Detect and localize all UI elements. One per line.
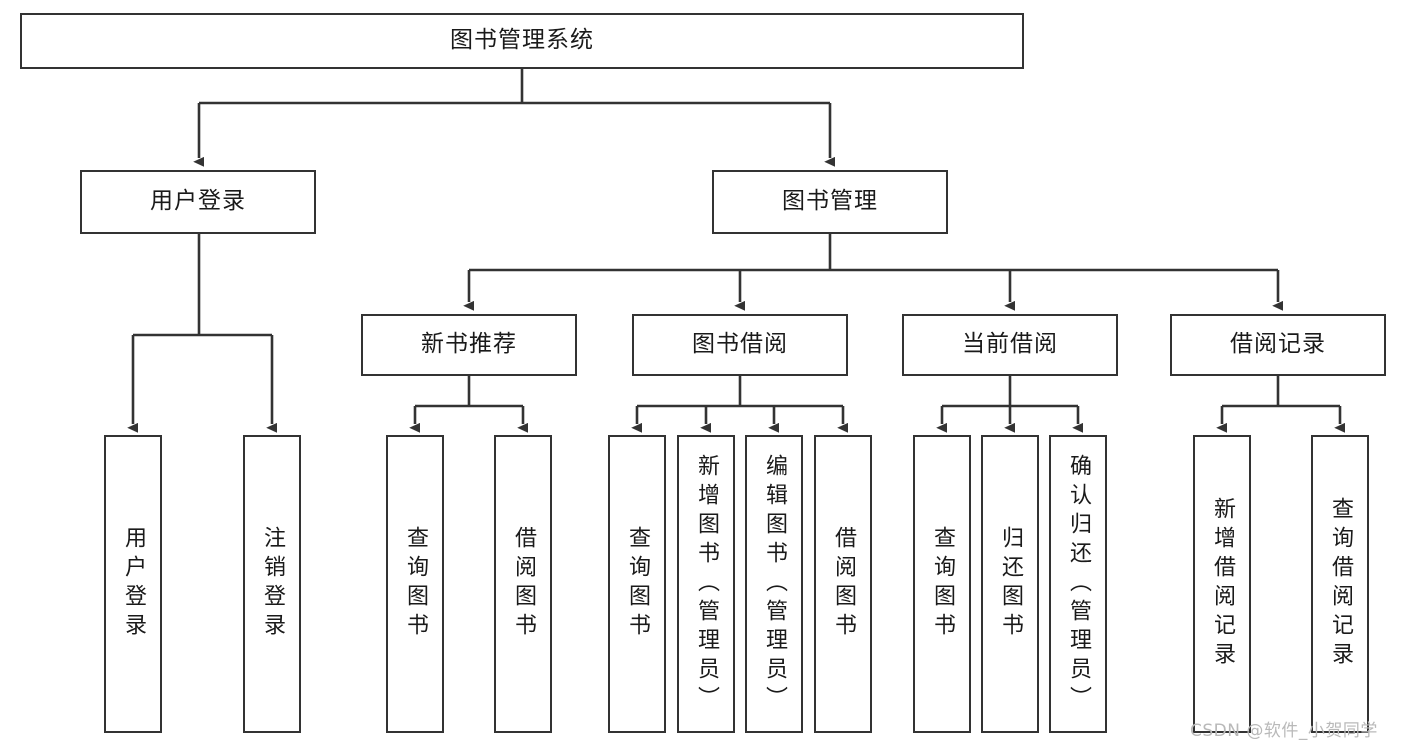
- node-current-borrow[interactable]: 当前借阅: [902, 314, 1118, 376]
- node-user-login[interactable]: 用户登录: [80, 170, 316, 234]
- leaf-query-book-2[interactable]: 查询图书: [608, 435, 666, 733]
- leaf-logout[interactable]: 注销登录: [243, 435, 301, 733]
- leaf-borrow-book-2[interactable]: 借阅图书: [814, 435, 872, 733]
- leaf-query-book-1[interactable]: 查询图书: [386, 435, 444, 733]
- leaf-return-book[interactable]: 归还图书: [981, 435, 1039, 733]
- leaf-add-book[interactable]: 新增图书（管理员）: [677, 435, 735, 733]
- node-book-manage[interactable]: 图书管理: [712, 170, 948, 234]
- node-borrow-record[interactable]: 借阅记录: [1170, 314, 1386, 376]
- leaf-query-book-3[interactable]: 查询图书: [913, 435, 971, 733]
- node-book-borrow[interactable]: 图书借阅: [632, 314, 848, 376]
- csdn-watermark: CSDN @软件_小贺同学: [1190, 721, 1378, 741]
- leaf-user-login[interactable]: 用户登录: [104, 435, 162, 733]
- leaf-confirm-return[interactable]: 确认归还（管理员）: [1049, 435, 1107, 733]
- leaf-borrow-book-1[interactable]: 借阅图书: [494, 435, 552, 733]
- leaf-query-record[interactable]: 查询借阅记录: [1311, 435, 1369, 733]
- leaf-edit-book[interactable]: 编辑图书（管理员）: [745, 435, 803, 733]
- node-new-book-recommend[interactable]: 新书推荐: [361, 314, 577, 376]
- node-root[interactable]: 图书管理系统: [20, 13, 1024, 69]
- leaf-add-record[interactable]: 新增借阅记录: [1193, 435, 1251, 733]
